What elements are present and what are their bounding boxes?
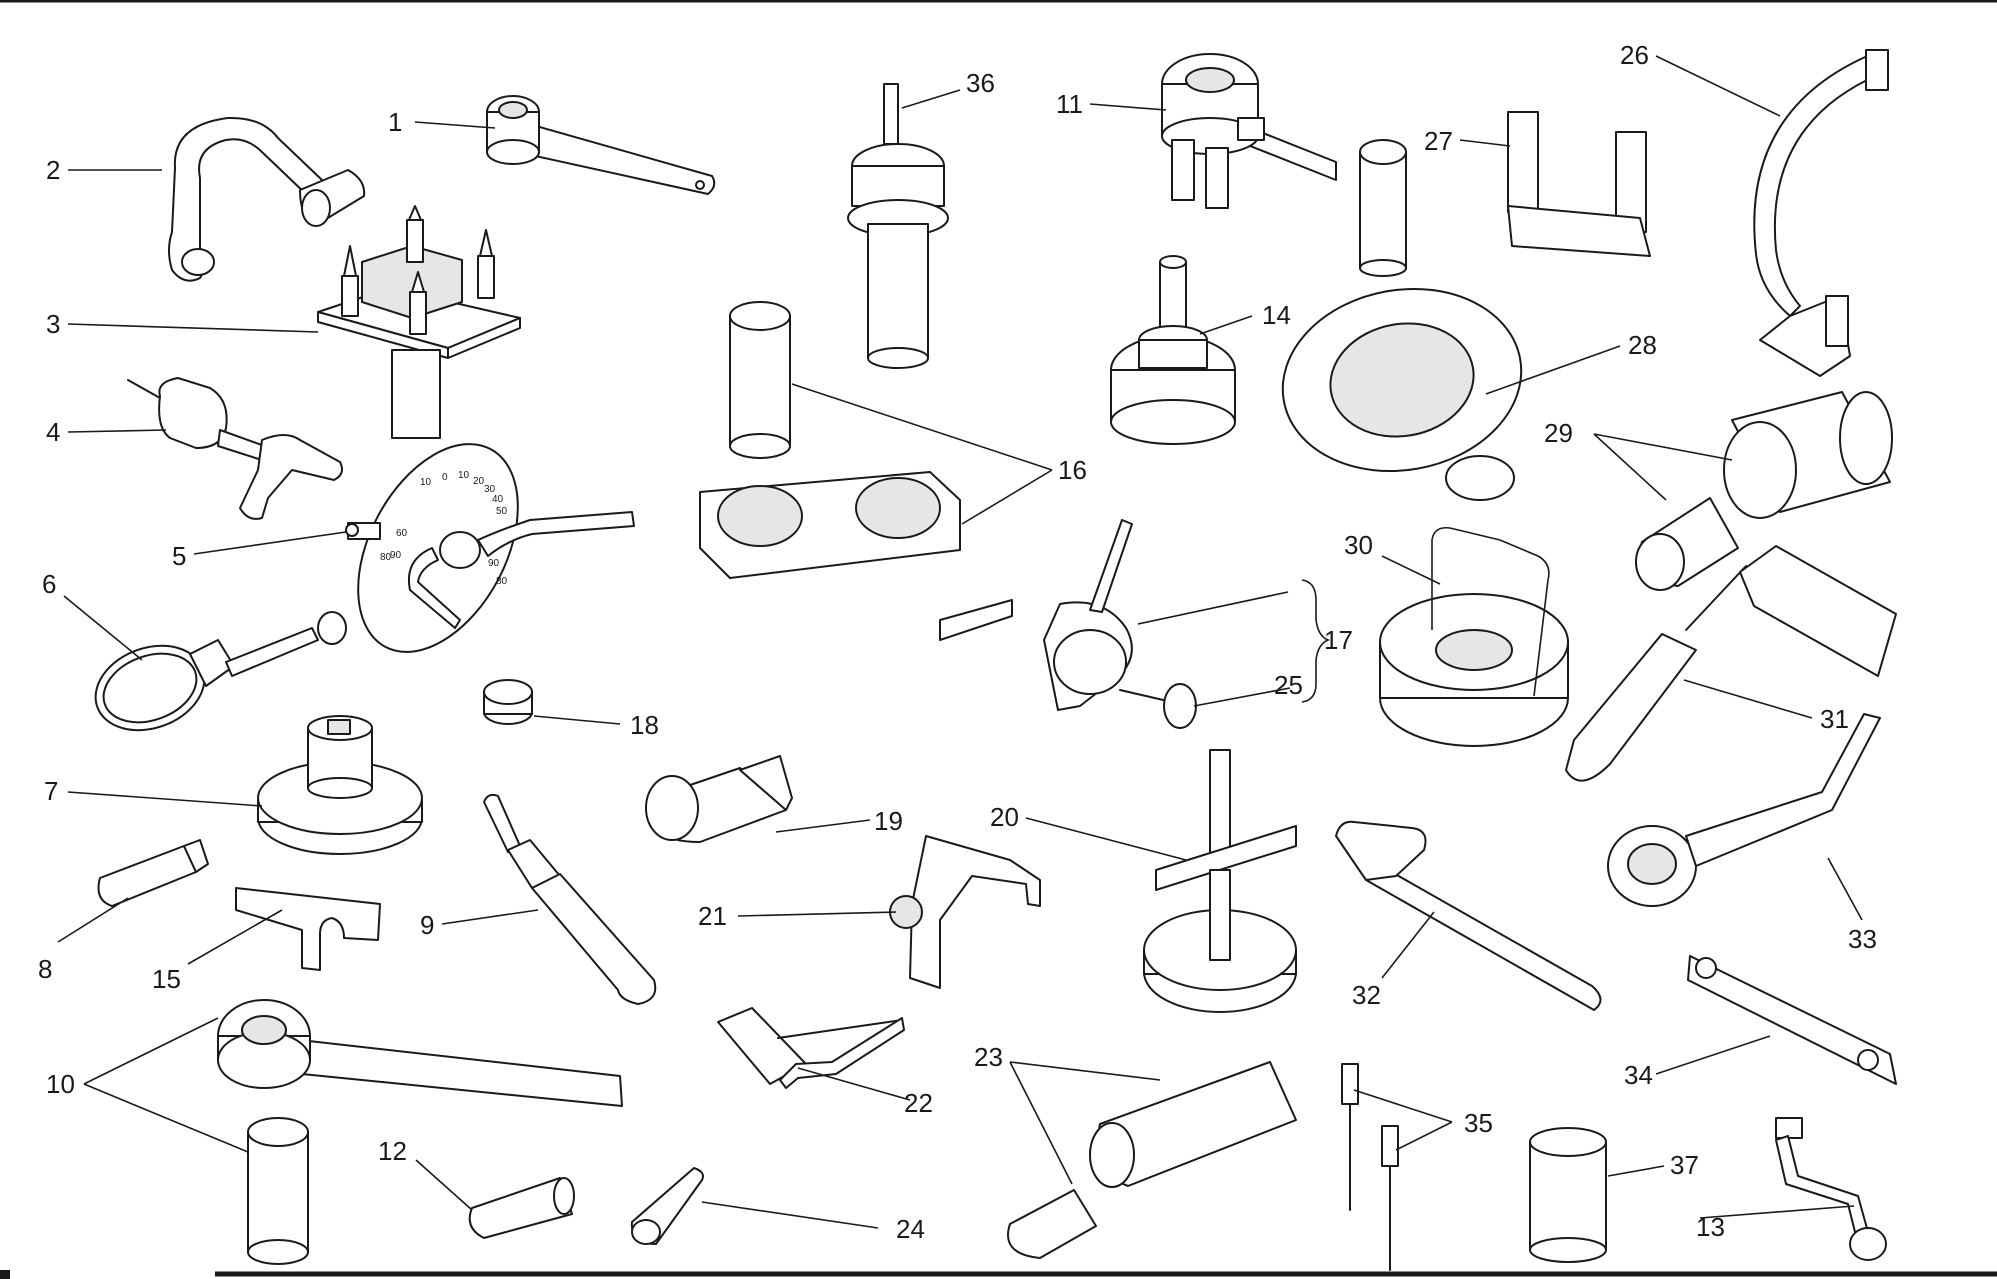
dial-mark: 30 [484,484,496,495]
dial-mark: 60 [396,528,408,539]
dial-mark: 40 [492,494,504,505]
tool-26-half-ring [1753,49,1889,377]
tool-23-knurled-sleeve-cap [1007,1061,1297,1259]
callout-12: 12 [378,1136,407,1166]
tool-4-t-handle-puller [127,377,343,520]
callout-17: 17 [1324,625,1353,655]
callout-24: 24 [896,1214,925,1244]
callout-37: 37 [1670,1150,1699,1180]
tool-12-knurled-sleeve [468,1177,575,1239]
callout-10: 10 [46,1069,75,1099]
callout-11: 11 [1056,89,1083,119]
dial-mark: 90 [390,550,402,561]
callout-3: 3 [46,309,60,339]
tool-31-ratchet-handle [1565,545,1897,782]
callout-1: 1 [388,107,402,137]
callout-21: 21 [698,901,727,931]
tool-15-slotted-plate [235,887,381,971]
corner-mark [0,1270,10,1279]
callout-25: 25 [1274,670,1303,700]
tool-13-bent-tool [1775,1117,1887,1261]
callout-labels: 1 2 3 4 5 6 7 8 9 10 11 12 13 14 15 16 1… [38,40,1877,1244]
tool-27-gauge-fork [1507,111,1651,257]
callout-16: 16 [1058,455,1087,485]
tool-11-bearing-arm [1161,53,1407,277]
callout-30: 30 [1344,530,1373,560]
callout-15: 15 [152,964,181,994]
callout-8: 8 [38,954,52,984]
dial-mark: 80 [380,552,392,563]
tool-32-c-spanner [1335,820,1602,1011]
tool-2-bent-crank [168,116,366,282]
callout-22: 22 [904,1088,933,1118]
tool-28-splined-ring [1281,287,1523,501]
dial-mark: 10 [458,470,470,481]
tool-3-pin-fixture [317,205,521,439]
callout-18: 18 [630,710,659,740]
dial-mark: 50 [496,506,508,517]
leader-lines [57,55,1863,1229]
callout-35: 35 [1464,1108,1493,1138]
tool-22-pin-fixture-rod [717,1007,905,1089]
tool-30-handle-cylinder [1379,526,1569,747]
callout-13: 13 [1696,1212,1725,1242]
tool-8-knurled-bolt [97,839,209,907]
callout-26: 26 [1620,40,1649,70]
tool-20-press-stand [1143,749,1297,1013]
tool-24-cone [630,1167,704,1245]
tool-1-pin-wrench [486,95,716,195]
dial-mark: 90 [488,558,500,569]
tool-14-hub-puller [1110,255,1236,445]
tool-21-bracket-knob [889,835,1041,989]
callout-20: 20 [990,802,1019,832]
callout-36: 36 [966,68,995,98]
callout-34: 34 [1624,1060,1653,1090]
callout-28: 28 [1628,330,1657,360]
dial-mark: 10 [420,477,432,488]
callout-7: 7 [44,776,58,806]
tool-37-cup-sleeve [1529,1127,1607,1263]
callout-29: 29 [1544,418,1573,448]
tool-18-knurled-cap [483,679,533,725]
dial-mark: 20 [473,476,485,487]
callout-31: 31 [1820,704,1849,734]
tool-29-sleeve-cap [1635,391,1893,591]
dial-mark: 0 [442,472,448,483]
tool-10-wrench-socket [217,999,623,1265]
callout-4: 4 [46,417,60,447]
tool-25-spring-pin [1119,683,1197,729]
tool-5-degree-wheel: 10 0 10 20 30 40 50 60 80 90 90 80 [345,443,635,653]
tool-34-long-bar [1687,955,1897,1085]
tool-35-pins [1341,1063,1399,1271]
callout-33: 33 [1848,924,1877,954]
tool-7-stepped-plate [257,715,423,855]
callout-2: 2 [46,155,60,185]
tool-33-cranked-wrench [1607,713,1881,907]
dial-mark: 80 [496,576,508,587]
tool-17-ratchet-fixture [939,519,1133,711]
callout-27: 27 [1424,126,1453,156]
callout-9: 9 [420,910,434,940]
tool-9-knurled-drift [483,793,657,1005]
callout-14: 14 [1262,300,1291,330]
callout-32: 32 [1352,980,1381,1010]
tool-16-socket-holder [699,301,961,579]
callout-23: 23 [974,1042,1003,1072]
callout-19: 19 [874,806,903,836]
callout-6: 6 [42,569,56,599]
tool-36-bearing-puller [847,83,949,369]
tool-19-collet-sleeve [645,755,793,843]
callout-5: 5 [172,541,186,571]
tool-6-strap-wrench [94,611,347,732]
